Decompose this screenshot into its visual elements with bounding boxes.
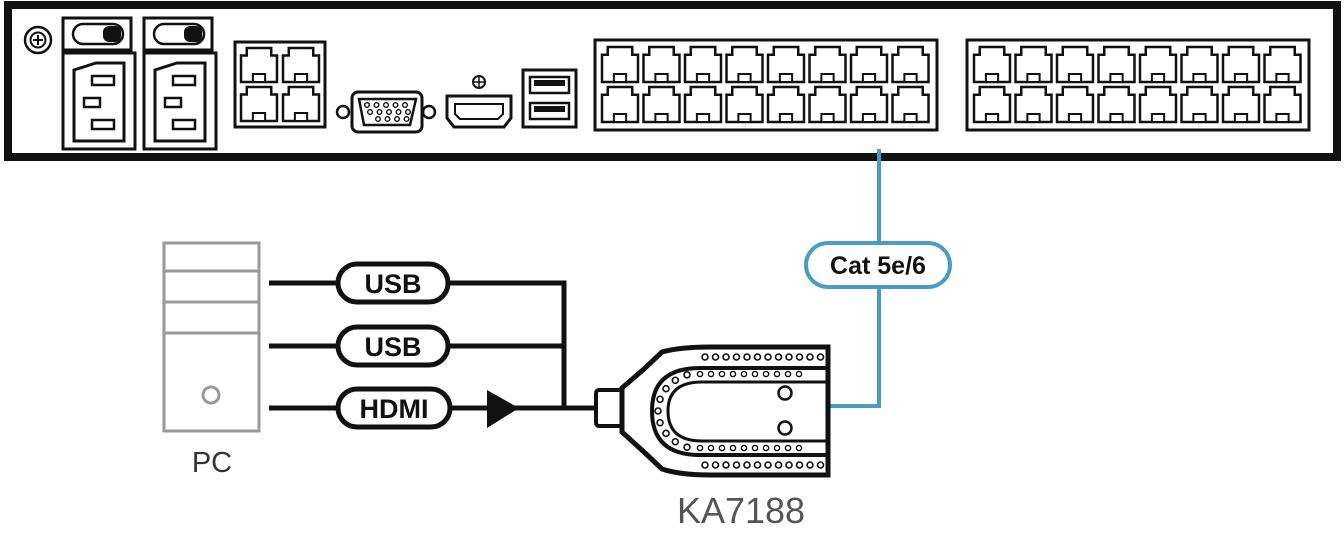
rj45-port-icon [683, 45, 723, 84]
rj45-port-icon [849, 45, 889, 84]
rj45-port-icon [1014, 45, 1053, 84]
rj45-port-icon [725, 45, 764, 84]
rj45-port-icon [849, 85, 889, 124]
rj45-port-icon [1180, 85, 1219, 124]
rj45-port-icon [891, 45, 930, 84]
rj45-port-icon [808, 85, 847, 124]
hdmi-direction-arrow-icon [487, 390, 519, 428]
rj45-port-icon [1221, 85, 1261, 124]
rj45-port-icon [1014, 85, 1053, 124]
rj45-port-icon [1055, 45, 1095, 84]
hdmi-label: HDMI [360, 394, 429, 424]
rj45-port-icon [1180, 45, 1219, 84]
rj45-port-icon [766, 85, 806, 124]
power-switch-icon [142, 16, 214, 52]
grounding-screw-icon [23, 25, 53, 55]
rj45-port-icon [972, 85, 1012, 124]
power-inlet-icon [142, 51, 218, 151]
rj45-port-icon [281, 85, 321, 123]
usb-label-pill: USB [335, 324, 451, 368]
rj45-port-icon [683, 85, 723, 124]
rj45-port-icon [1138, 85, 1178, 124]
kvm-switch-rear-panel [4, 1, 1341, 161]
cat-cable-label: Cat 5e/6 [830, 252, 926, 280]
rj45-port-icon [891, 85, 930, 124]
power-switch-icon [61, 16, 133, 52]
usb-label-pill: USB [335, 261, 451, 305]
rj45-port-icon [725, 85, 764, 124]
rj45-port-icon [1055, 85, 1095, 124]
power-inlet-icon [61, 51, 137, 151]
rj45-port-icon [239, 46, 279, 84]
vga-port-icon [335, 90, 437, 134]
adapter-label: KA7188 [677, 490, 805, 531]
cat-cable-label-pill [804, 241, 952, 289]
pc-tower-icon [162, 241, 261, 433]
rj45-port-icon [972, 45, 1012, 84]
usb-label-1: USB [364, 269, 421, 299]
rj45-port-icon [600, 45, 640, 84]
rj45-port-icon [642, 45, 681, 84]
rj45-port-icon [766, 45, 806, 84]
rj45-ports [239, 46, 321, 123]
hdmi-label-pill: HDMI [335, 386, 453, 430]
pc-label: PC [192, 447, 232, 479]
hdmi-port-icon [445, 75, 513, 129]
rj45-port-icon [1263, 85, 1302, 124]
ka7188-adapter-icon [594, 344, 831, 478]
rj45-port-icon [239, 85, 279, 123]
rj45-port-icon [1097, 85, 1136, 124]
rj45-port-icon [281, 46, 321, 84]
rj45-port-icon [1221, 45, 1261, 84]
rj45-port-icon [1263, 45, 1302, 84]
rj45-port-icon [1138, 45, 1178, 84]
cat-cable: Cat 5e/6 [804, 149, 952, 408]
rj45-port-icon [1097, 45, 1136, 84]
usb-ports-icon [521, 68, 578, 129]
rj45-port-icon [808, 45, 847, 84]
rj45-ports [600, 45, 1302, 124]
usb-label-2: USB [364, 332, 421, 362]
rj45-port-icon [642, 85, 681, 124]
rj45-port-icon [600, 85, 640, 124]
